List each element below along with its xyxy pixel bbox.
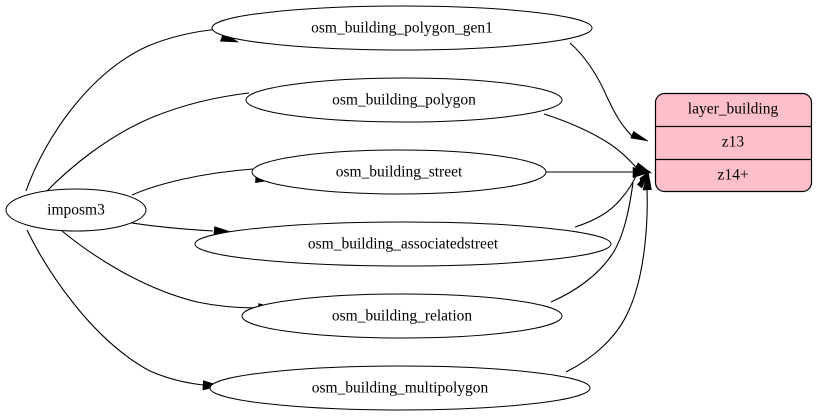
- edge-associatedstreet-to-zoom-14-plus: [574, 170, 651, 228]
- node-osm-building-relation[interactable]: osm_building_relation: [241, 293, 563, 339]
- layer-building-name-label: layer_building: [688, 101, 779, 118]
- node-osm-building-multipolygon[interactable]: osm_building_multipolygon: [209, 365, 591, 411]
- node-osm-building-associatedstreet[interactable]: osm_building_associatedstreet: [194, 221, 612, 267]
- node-osm-building-associatedstreet-label: osm_building_associatedstreet: [308, 236, 499, 253]
- node-osm-building-polygon[interactable]: osm_building_polygon: [245, 77, 563, 123]
- node-osm-building-relation-label: osm_building_relation: [332, 308, 473, 325]
- node-osm-building-polygon-label: osm_building_polygon: [332, 92, 476, 109]
- edge-imposm3-to-street: [131, 168, 274, 196]
- node-imposm3[interactable]: imposm3: [5, 188, 147, 232]
- edge-imposm3-to-polygon: [43, 92, 270, 195]
- layer-building-z14-plus-label: z14+: [717, 167, 748, 184]
- edge-street-to-zoom-14-plus: [546, 166, 650, 179]
- edge-imposm3-to-polygon-gen1: [25, 28, 240, 192]
- edge-imposm3-to-multipolygon: [26, 229, 222, 391]
- node-osm-building-polygon-gen1[interactable]: osm_building_polygon_gen1: [211, 5, 593, 51]
- node-osm-building-polygon-gen1-label: osm_building_polygon_gen1: [311, 20, 493, 37]
- edge-polygon-to-zoom-14-plus: [543, 113, 653, 174]
- layer-building-z13-label: z13: [722, 134, 745, 151]
- edge-polygon-gen1-to-zoom-13: [569, 42, 649, 142]
- node-layer-building[interactable]: layer_building z13 z14+: [654, 92, 813, 193]
- node-osm-building-street[interactable]: osm_building_street: [251, 149, 547, 195]
- edge-multipolygon-to-zoom-14-plus: [565, 170, 652, 373]
- node-osm-building-street-label: osm_building_street: [336, 164, 463, 181]
- edge-imposm3-to-associatedstreet: [125, 221, 233, 237]
- layer-building-box[interactable]: [654, 92, 813, 193]
- node-osm-building-multipolygon-label: osm_building_multipolygon: [312, 380, 489, 397]
- node-imposm3-label: imposm3: [47, 202, 105, 219]
